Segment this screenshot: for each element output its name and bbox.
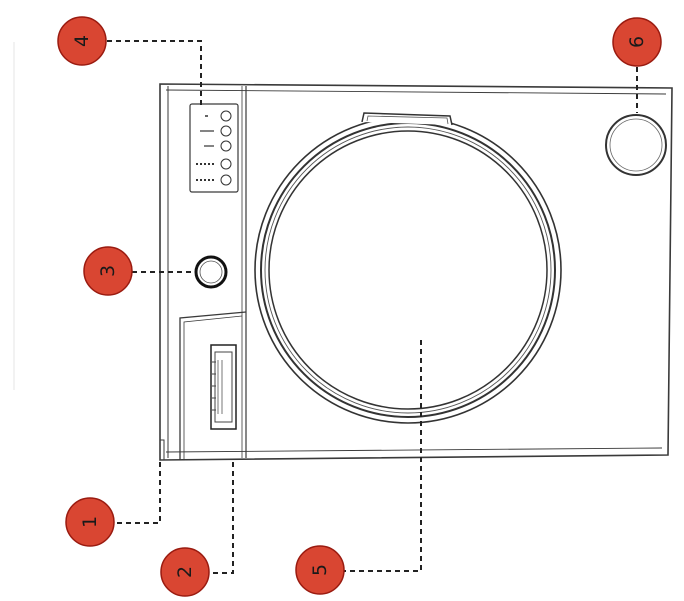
callout-6-label: 6 bbox=[626, 36, 648, 48]
indicator-light-3 bbox=[204, 140, 232, 152]
indicator-light-2 bbox=[200, 125, 232, 137]
leader-line-5 bbox=[344, 340, 422, 572]
callout-1: 1 bbox=[65, 497, 115, 547]
lid-latch bbox=[361, 112, 453, 126]
leader-line-4 bbox=[107, 40, 202, 106]
device-body bbox=[159, 83, 673, 461]
indicator-light-5 bbox=[196, 174, 232, 186]
callout-5-label: 5 bbox=[309, 564, 331, 576]
pressure-gauge bbox=[605, 114, 667, 176]
callout-2-label: 2 bbox=[174, 566, 196, 578]
callout-4-label: 4 bbox=[71, 35, 93, 47]
callout-5: 5 bbox=[295, 545, 345, 595]
indicator-light-4 bbox=[196, 158, 232, 170]
power-button bbox=[194, 255, 228, 289]
callout-1-label: 1 bbox=[79, 516, 101, 528]
drawer-handle bbox=[210, 344, 237, 430]
callout-4: 4 bbox=[57, 16, 107, 66]
leader-lines bbox=[107, 40, 638, 574]
leader-line-1 bbox=[115, 462, 161, 524]
callout-3: 3 bbox=[83, 246, 133, 296]
callout-2: 2 bbox=[160, 547, 210, 597]
indicator-light-1 bbox=[205, 110, 232, 122]
main-lid bbox=[254, 116, 562, 424]
callout-6: 6 bbox=[612, 17, 662, 67]
indicator-panel bbox=[189, 103, 239, 193]
callout-3-label: 3 bbox=[97, 265, 119, 277]
drawer-compartment bbox=[179, 311, 247, 460]
leader-line-2 bbox=[209, 462, 234, 574]
